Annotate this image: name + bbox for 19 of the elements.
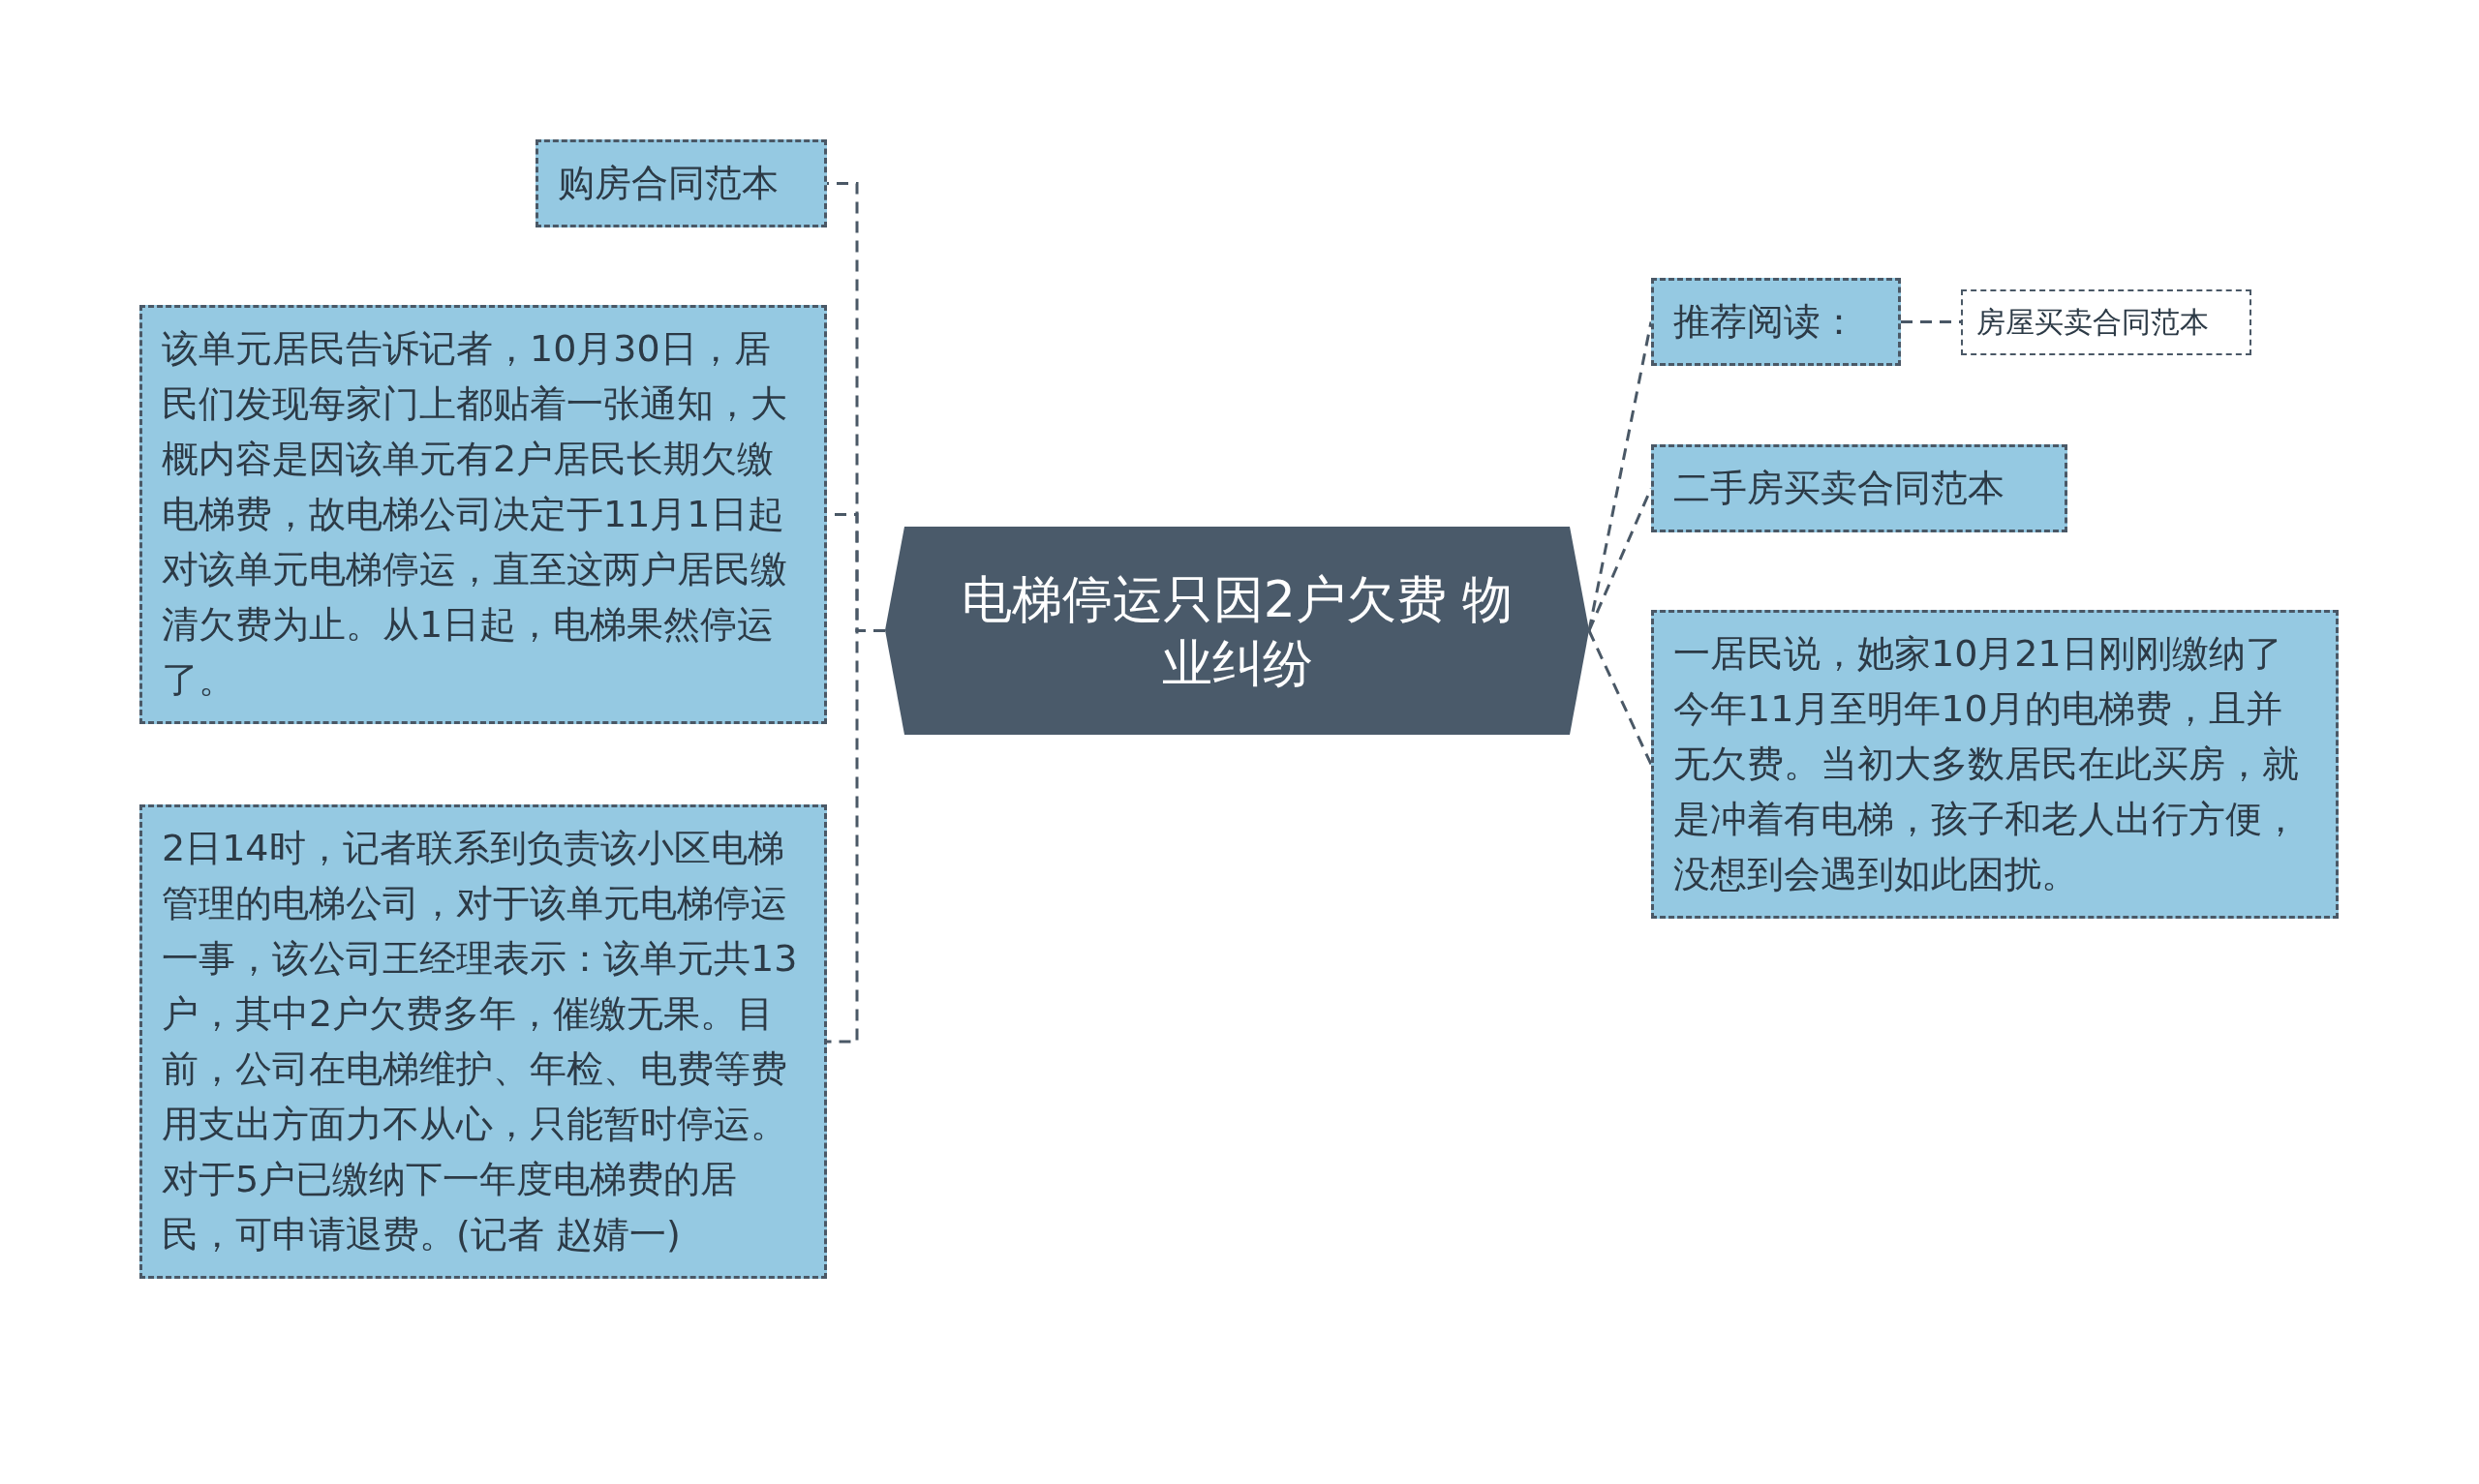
topic-text: 购房合同范本: [558, 161, 780, 206]
topic-title: 电梯停运只因2户欠费 物业纠纷: [960, 568, 1515, 694]
topic-text: 二手房买卖合同范本: [1673, 466, 2005, 511]
topic-text: 2日14时，记者联系到负责该小区电梯管理的电梯公司，对于该单元电梯停运一事，该公司王经理表示：该单元共13户，其中2户欠费多年，催缴无果。目前，公司在电梯维护、年检、电费等费用支出方面力不从心，只能暂时停运。对于5户已缴纳下一年度电梯费的居民，可申请退费。(记者 赵婧一): [162, 826, 799, 1257]
topic-box: [1651, 444, 2067, 532]
topic-text: 该单元居民告诉记者，10月30日，居民们发现每家门上都贴着一张通知，大概内容是因该单元有2户居民长期欠缴电梯费，故电梯公司决定于11月1日起对该单元电梯停运，直至这两户居民缴清欠费为止。从1日起，电梯果然停运了。: [162, 326, 788, 703]
topic-box: [1651, 278, 1901, 366]
topic-box: [139, 305, 827, 724]
connector: [1587, 629, 1653, 766]
connector: [1901, 320, 1961, 323]
topic-text: 推荐阅读：: [1673, 299, 1858, 345]
link-text: 房屋买卖合同范本: [1976, 304, 2210, 341]
link-box: [1961, 289, 2251, 355]
topic-box: [536, 139, 827, 227]
topic-text: 一居民说，她家10月21日刚刚缴纳了今年11月至明年10月的电梯费，且并无欠费。当初大多数居民在此买房，就是冲着有电梯，孩子和老人出行方便，没想到会遇到如此困扰。: [1673, 631, 2300, 897]
connector: [1587, 487, 1653, 632]
connector: [827, 629, 885, 1044]
topic-box: [139, 804, 827, 1279]
topic-box: [1651, 610, 2339, 919]
